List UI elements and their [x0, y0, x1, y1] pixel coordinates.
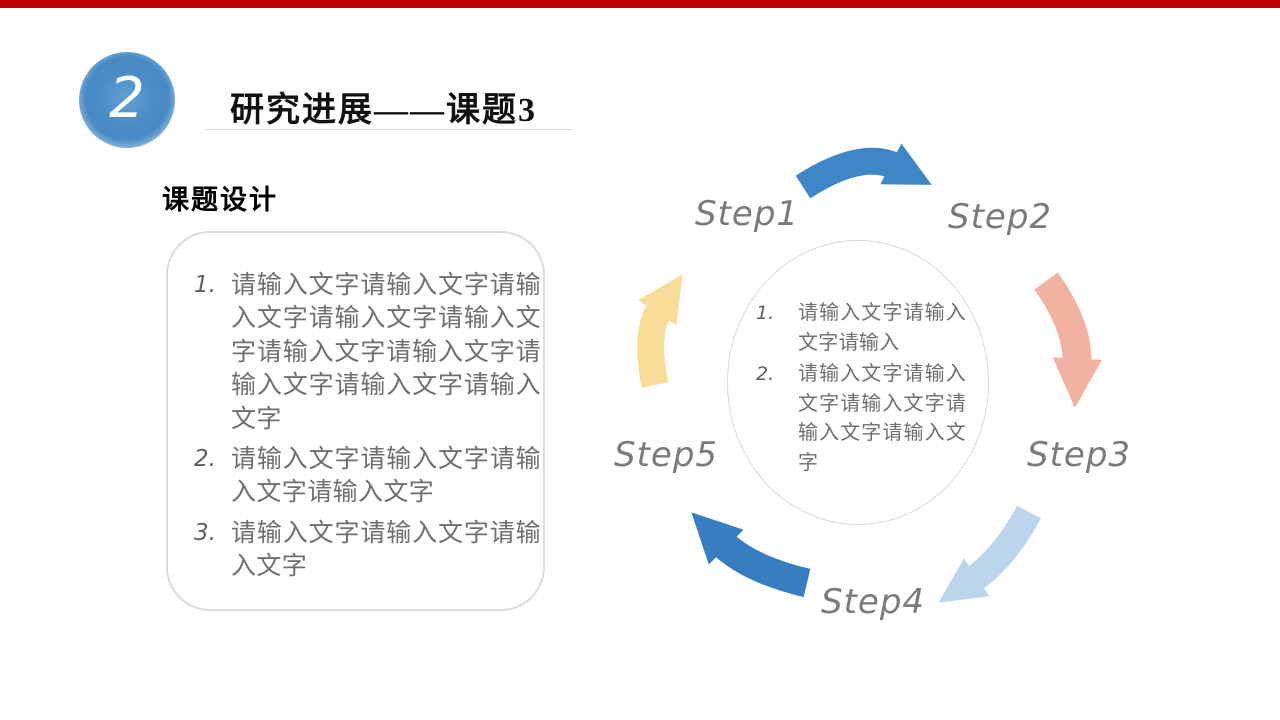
top-accent-bar — [0, 0, 1280, 8]
step-label-3: Step3 — [1027, 435, 1132, 475]
list-item-text: 请输入文字请输入文字请输入文字请输入文字 — [231, 446, 541, 507]
step-label-4: Step4 — [821, 582, 926, 622]
arrow-step1-to-step2 — [795, 143, 932, 199]
title-underline — [205, 129, 572, 130]
content-box: 1. 请输入文字请输入文字请输入文字请输入文字请输入文字请输入文字请输入文字请输… — [166, 231, 545, 611]
step-label-1: Step1 — [695, 194, 800, 234]
cycle-center-circle — [727, 240, 989, 525]
arrow-step5-to-step1 — [637, 274, 683, 388]
list-item-number: 2. — [194, 446, 216, 473]
chapter-number: 2 — [109, 65, 145, 131]
numbered-list: 1. 请输入文字请输入文字请输入文字请输入文字请输入文字请输入文字请输入文字请输… — [194, 269, 541, 591]
step-label-2: Step2 — [948, 197, 1053, 237]
arrow-step2-to-step3 — [1034, 272, 1102, 408]
arrow-step4-to-step5 — [691, 512, 811, 598]
list-item-text: 请输入文字请输入文字请输入 — [798, 302, 966, 354]
list-item-number: 2. — [756, 363, 775, 385]
list-item-text: 请输入文字请输入文字请输入文字 — [231, 519, 541, 581]
list-item-text: 请输入文字请输入文字请输入文字请输入文字请输入文字请输入文字请输入文字请输入文字… — [231, 272, 541, 433]
cycle-center-list: 1. 请输入文字请输入文字请输入 2. 请输入文字请输入文字请输入文字请输入文字… — [756, 299, 971, 480]
step-label-5: Step5 — [614, 435, 719, 475]
list-item-number: 1. — [756, 302, 775, 324]
page-title: 研究进展——课题3 — [230, 92, 537, 129]
chapter-badge: 2 — [79, 52, 175, 148]
list-item: 3. 请输入文字请输入文字请输入文字 — [194, 517, 541, 584]
section-title: 课题设计 — [162, 185, 278, 215]
list-item: 1. 请输入文字请输入文字请输入 — [756, 299, 971, 358]
arrow-step3-to-step4 — [938, 505, 1041, 603]
list-item: 2. 请输入文字请输入文字请输入文字请输入文字请输入文字 — [756, 360, 971, 478]
list-item-number: 3. — [194, 519, 216, 546]
list-item: 2. 请输入文字请输入文字请输入文字请输入文字 — [194, 443, 541, 510]
list-item-number: 1. — [194, 272, 216, 298]
list-item: 1. 请输入文字请输入文字请输入文字请输入文字请输入文字请输入文字请输入文字请输… — [194, 269, 541, 436]
list-item-text: 请输入文字请输入文字请输入文字请输入文字请输入文字 — [798, 363, 966, 474]
